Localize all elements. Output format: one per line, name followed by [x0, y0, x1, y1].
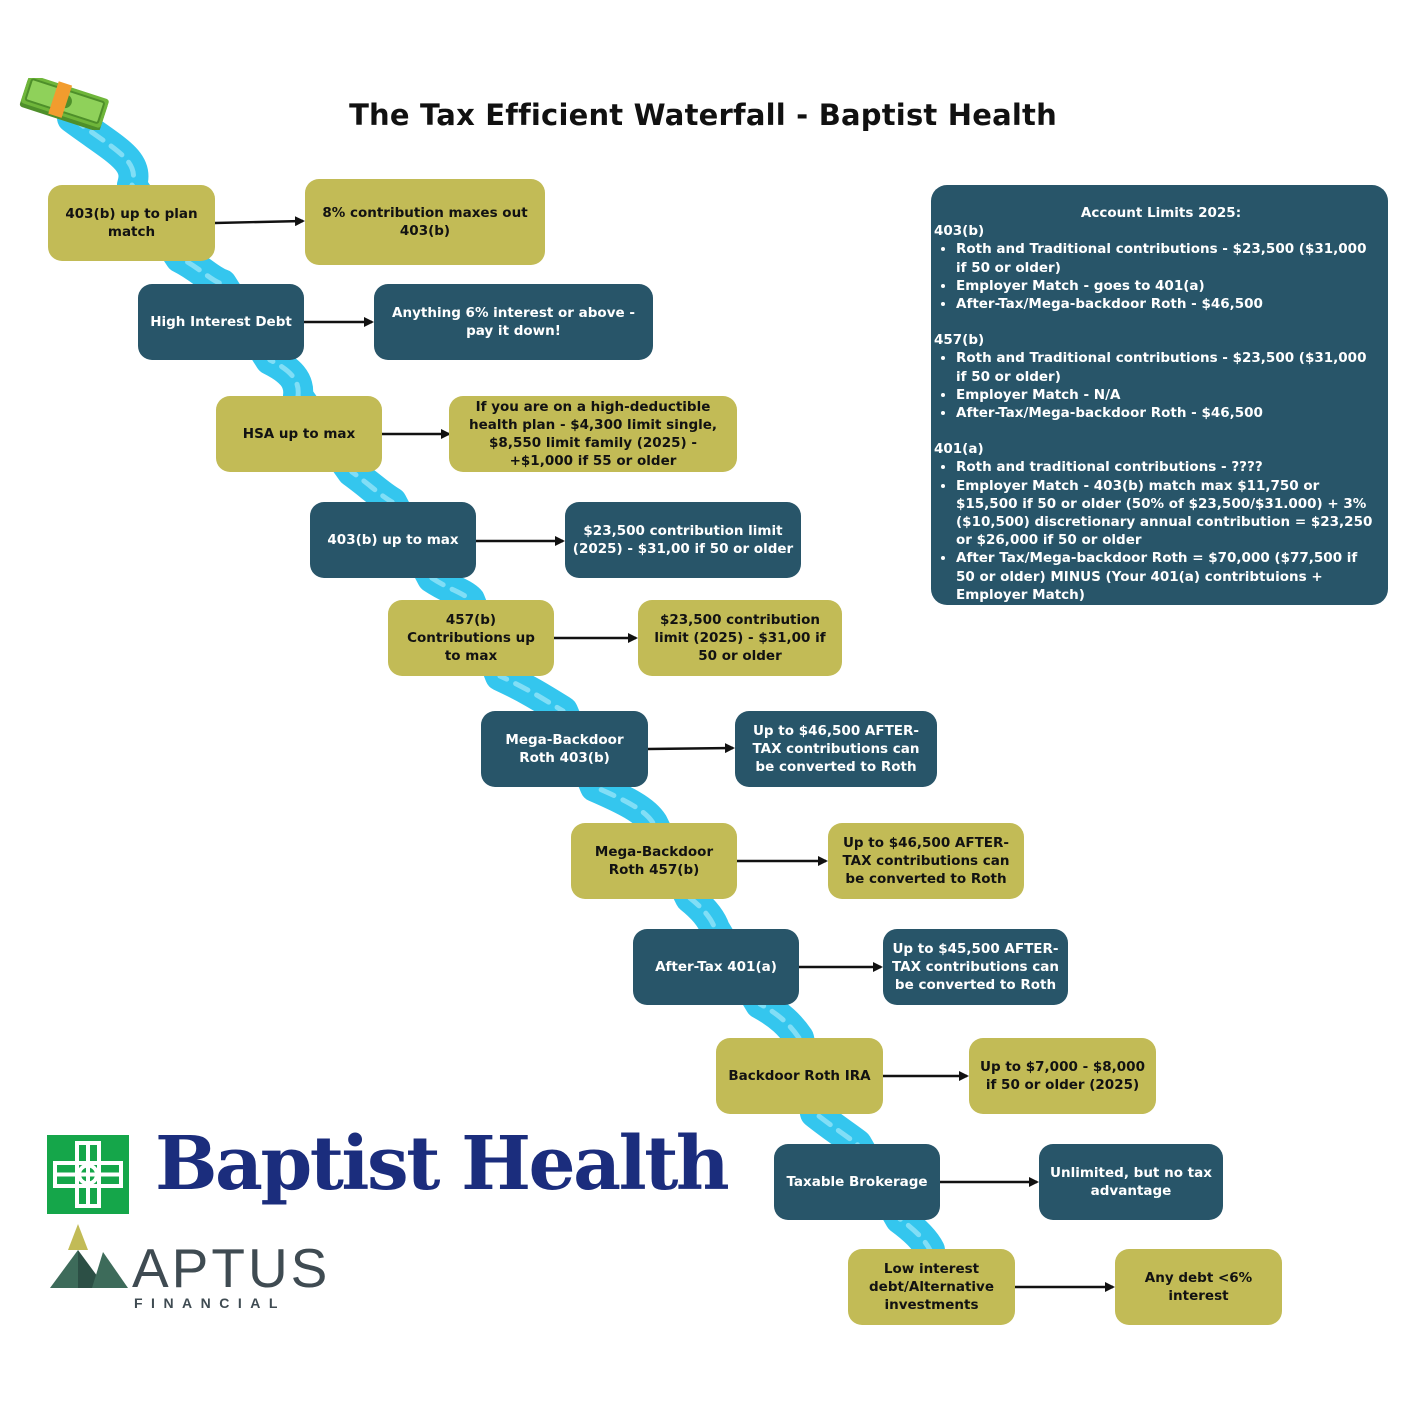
limits-item: Roth and Traditional contributions - $23…	[956, 349, 1378, 385]
step-detail-taxable-brokerage: Unlimited, but no tax advantage	[1039, 1144, 1223, 1220]
limits-item: Employer Match - goes to 401(a)	[956, 277, 1378, 295]
aptus-subtitle: FINANCIAL	[134, 1295, 286, 1311]
limits-item: Roth and traditional contributions - ???…	[956, 458, 1378, 476]
step-label-mega-403b: Mega-Backdoor Roth 403(b)	[481, 711, 648, 787]
limits-item: After-Tax/Mega-backdoor Roth - $46,500	[956, 404, 1378, 422]
step-label-hsa: HSA up to max	[216, 396, 382, 472]
account-limits-panel: Account Limits 2025: 403(b) Roth and Tra…	[931, 185, 1388, 605]
step-label-403b-match: 403(b) up to plan match	[48, 185, 215, 261]
page-title: The Tax Efficient Waterfall - Baptist He…	[349, 98, 1057, 132]
limits-item: Roth and Traditional contributions - $23…	[956, 240, 1378, 276]
limits-section-457b: 457(b) Roth and Traditional contribution…	[934, 331, 1378, 422]
baptist-health-wordmark: Baptist Health	[155, 1121, 730, 1207]
aptus-financial-logo: APTUS FINANCIAL	[48, 1222, 328, 1317]
limits-item: After Tax/Mega-backdoor Roth = $70,000 (…	[956, 549, 1378, 604]
step-detail-after-tax-401a: Up to $45,500 AFTER-TAX contributions ca…	[883, 929, 1068, 1005]
step-detail-mega-457b: Up to $46,500 AFTER-TAX contributions ca…	[828, 823, 1024, 899]
arrow-6	[647, 743, 735, 754]
step-detail-403b-match: 8% contribution maxes out 403(b)	[305, 179, 545, 265]
cash-stack-icon	[19, 78, 109, 130]
step-label-457b: 457(b) Contributions up to max	[388, 600, 554, 676]
step-label-403b-max: 403(b) up to max	[310, 502, 476, 578]
limits-item: Employer Match - N/A	[956, 386, 1378, 404]
step-label-backdoor-roth-ira: Backdoor Roth IRA	[716, 1038, 883, 1114]
limits-section-403b: 403(b) Roth and Traditional contribution…	[934, 222, 1378, 313]
step-detail-mega-403b: Up to $46,500 AFTER-TAX contributions ca…	[735, 711, 937, 787]
step-detail-403b-max: $23,500 contribution limit (2025) - $31,…	[565, 502, 801, 578]
step-detail-high-interest-debt: Anything 6% interest or above - pay it d…	[374, 284, 653, 360]
aptus-mountain-icon	[50, 1224, 128, 1288]
step-label-mega-457b: Mega-Backdoor Roth 457(b)	[571, 823, 737, 899]
baptist-cross-icon	[47, 1135, 129, 1214]
account-limits-title: Account Limits 2025:	[1080, 205, 1242, 221]
limits-section-401a: 401(a) Roth and traditional contribution…	[934, 440, 1378, 604]
step-detail-457b: $23,500 contribution limit (2025) - $31,…	[638, 600, 842, 676]
step-detail-backdoor-roth-ira: Up to $7,000 - $8,000 if 50 or older (20…	[969, 1038, 1156, 1114]
step-label-high-interest-debt: High Interest Debt	[138, 284, 304, 360]
step-label-taxable-brokerage: Taxable Brokerage	[774, 1144, 940, 1220]
limits-item: After-Tax/Mega-backdoor Roth - $46,500	[956, 295, 1378, 313]
limits-section-heading: 403(b)	[934, 223, 985, 240]
step-detail-low-interest-debt: Any debt <6% interest	[1115, 1249, 1282, 1325]
limits-section-heading: 457(b)	[934, 332, 985, 349]
aptus-wordmark: APTUS	[132, 1237, 331, 1299]
step-detail-hsa: If you are on a high-deductible health p…	[449, 396, 737, 472]
step-label-after-tax-401a: After-Tax 401(a)	[633, 929, 799, 1005]
step-label-low-interest-debt: Low interest debt/Alternative investment…	[848, 1249, 1015, 1325]
arrow-1	[214, 216, 305, 227]
limits-item: Employer Match - 403(b) match max $11,75…	[956, 477, 1378, 550]
limits-section-heading: 401(a)	[934, 441, 984, 458]
